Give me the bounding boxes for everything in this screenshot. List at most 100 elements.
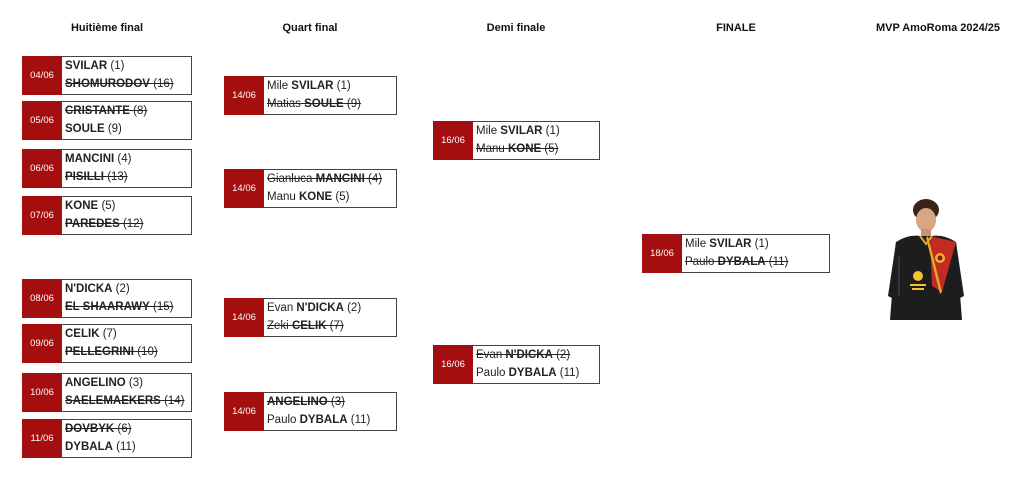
match-date: 05/06 <box>22 101 62 140</box>
player-surname: PAREDES <box>65 218 120 231</box>
player-surname: SOULE <box>65 123 105 136</box>
player-entry: Zeki CELIK (7) <box>267 320 393 333</box>
player-surname: CELIK <box>65 327 100 340</box>
player-entry: PELLEGRINI (10) <box>65 346 188 359</box>
player-seed: (13) <box>107 171 128 184</box>
player-entry: PISILLI (13) <box>65 171 188 184</box>
player-seed: (11) <box>116 441 136 454</box>
player-first-name: Paulo <box>267 414 297 427</box>
match-date: 11/06 <box>22 419 62 458</box>
player-first-name: Evan <box>476 348 503 361</box>
player-entry: MANCINI (4) <box>65 153 188 166</box>
player-entry: Paulo DYBALA (11) <box>476 367 596 380</box>
match-date: 14/06 <box>224 169 264 208</box>
player-entry: Paulo DYBALA (11) <box>267 414 393 427</box>
match-players: MANCINI (4) PISILLI (13) <box>62 149 192 188</box>
player-seed: (9) <box>107 123 122 136</box>
match-date: 16/06 <box>433 121 473 160</box>
player-seed: (1) <box>110 59 125 72</box>
player-surname: CELIK <box>291 320 327 333</box>
player-surname: EL SHAARAWY <box>65 301 150 314</box>
player-surname: SAELEMAEKERS <box>65 395 161 408</box>
mvp-player-photo <box>888 199 964 320</box>
player-entry: Gianluca MANCINI (4) <box>267 173 393 186</box>
player-surname: KONE <box>298 191 333 204</box>
match-players: CELIK (7) PELLEGRINI (10) <box>62 324 192 363</box>
player-entry: SHOMURODOV (16) <box>65 78 188 91</box>
player-seed: (1) <box>545 124 560 137</box>
player-entry: Manu KONE (5) <box>476 143 596 156</box>
player-first-name: Zeki <box>267 320 289 333</box>
header-semi-final: Demi finale <box>486 22 546 34</box>
player-surname: DYBALA <box>508 367 557 380</box>
match-players: Mile SVILAR (1)Matias SOULE (9) <box>264 76 397 115</box>
player-entry: ANGELINO (3) <box>267 396 393 409</box>
player-seed: (11) <box>559 367 580 380</box>
player-entry: PAREDES (12) <box>65 218 188 231</box>
match-players: CRISTANTE (8) SOULE (9) <box>62 101 192 140</box>
player-seed: (2) <box>556 348 571 361</box>
match-date: 06/06 <box>22 149 62 188</box>
match-players: DOVBYK (6) DYBALA (11) <box>62 419 192 458</box>
match-date: 04/06 <box>22 56 62 95</box>
player-seed: (4) <box>368 172 383 185</box>
player-surname: KONE <box>65 199 99 212</box>
player-surname: N'DICKA <box>65 282 113 295</box>
match-players: KONE (5) PAREDES (12) <box>62 196 192 235</box>
player-surname: PELLEGRINI <box>65 346 135 359</box>
match-players: ANGELINO (3) Paulo DYBALA (11) <box>264 392 397 431</box>
header-quarter-final: Quart final <box>282 22 338 34</box>
player-seed: (5) <box>335 191 350 204</box>
player-seed: (11) <box>350 414 371 427</box>
player-seed: (4) <box>117 152 132 165</box>
player-seed: (16) <box>153 78 174 91</box>
match-players: Mile SVILAR (1)Paulo DYBALA (11) <box>682 234 830 273</box>
player-entry: SVILAR (1) <box>65 60 188 73</box>
player-entry: EL SHAARAWY (15) <box>65 301 188 314</box>
player-entry: Manu KONE (5) <box>267 191 393 204</box>
player-entry: SOULE (9) <box>65 123 188 136</box>
match-date: 09/06 <box>22 324 62 363</box>
player-surname: ANGELINO <box>65 376 126 389</box>
player-surname: SHOMURODOV <box>65 78 150 91</box>
match-date: 10/06 <box>22 373 62 412</box>
match-players: Mile SVILAR (1) Manu KONE (5) <box>473 121 600 160</box>
player-seed: (10) <box>137 346 158 359</box>
player-entry: CRISTANTE (8) <box>65 105 188 118</box>
player-entry: KONE (5) <box>65 200 188 213</box>
player-seed: (3) <box>128 376 143 389</box>
match-date: 16/06 <box>433 345 473 384</box>
match-players: Gianluca MANCINI (4) Manu KONE (5) <box>264 169 397 208</box>
player-entry: DYBALA (11) <box>65 441 188 454</box>
player-seed: (7) <box>329 320 344 333</box>
player-entry: Evan N'DICKA (2) <box>476 349 596 362</box>
player-entry: DOVBYK (6) <box>65 423 188 436</box>
player-surname: SVILAR <box>500 124 543 137</box>
header-round-of-16: Huitième final <box>70 22 144 34</box>
player-first-name: Manu <box>267 191 296 204</box>
player-entry: CELIK (7) <box>65 328 188 341</box>
player-seed: (7) <box>102 327 117 340</box>
player-entry: N'DICKA (2) <box>65 283 188 296</box>
player-surname: DYBALA <box>717 256 766 269</box>
match-players: Evan N'DICKA (2)Zeki CELIK (7) <box>264 298 397 337</box>
player-surname: ANGELINO <box>267 395 328 408</box>
match-players: ANGELINO (3)SAELEMAEKERS (14) <box>62 373 192 412</box>
player-seed: (8) <box>133 104 148 117</box>
player-first-name: Mile <box>267 79 289 92</box>
player-first-name: Gianluca <box>267 172 313 185</box>
player-entry: Mile SVILAR (1) <box>476 125 596 138</box>
player-seed: (11) <box>768 256 789 269</box>
player-first-name: Manu <box>476 143 505 156</box>
player-seed: (1) <box>754 237 769 250</box>
